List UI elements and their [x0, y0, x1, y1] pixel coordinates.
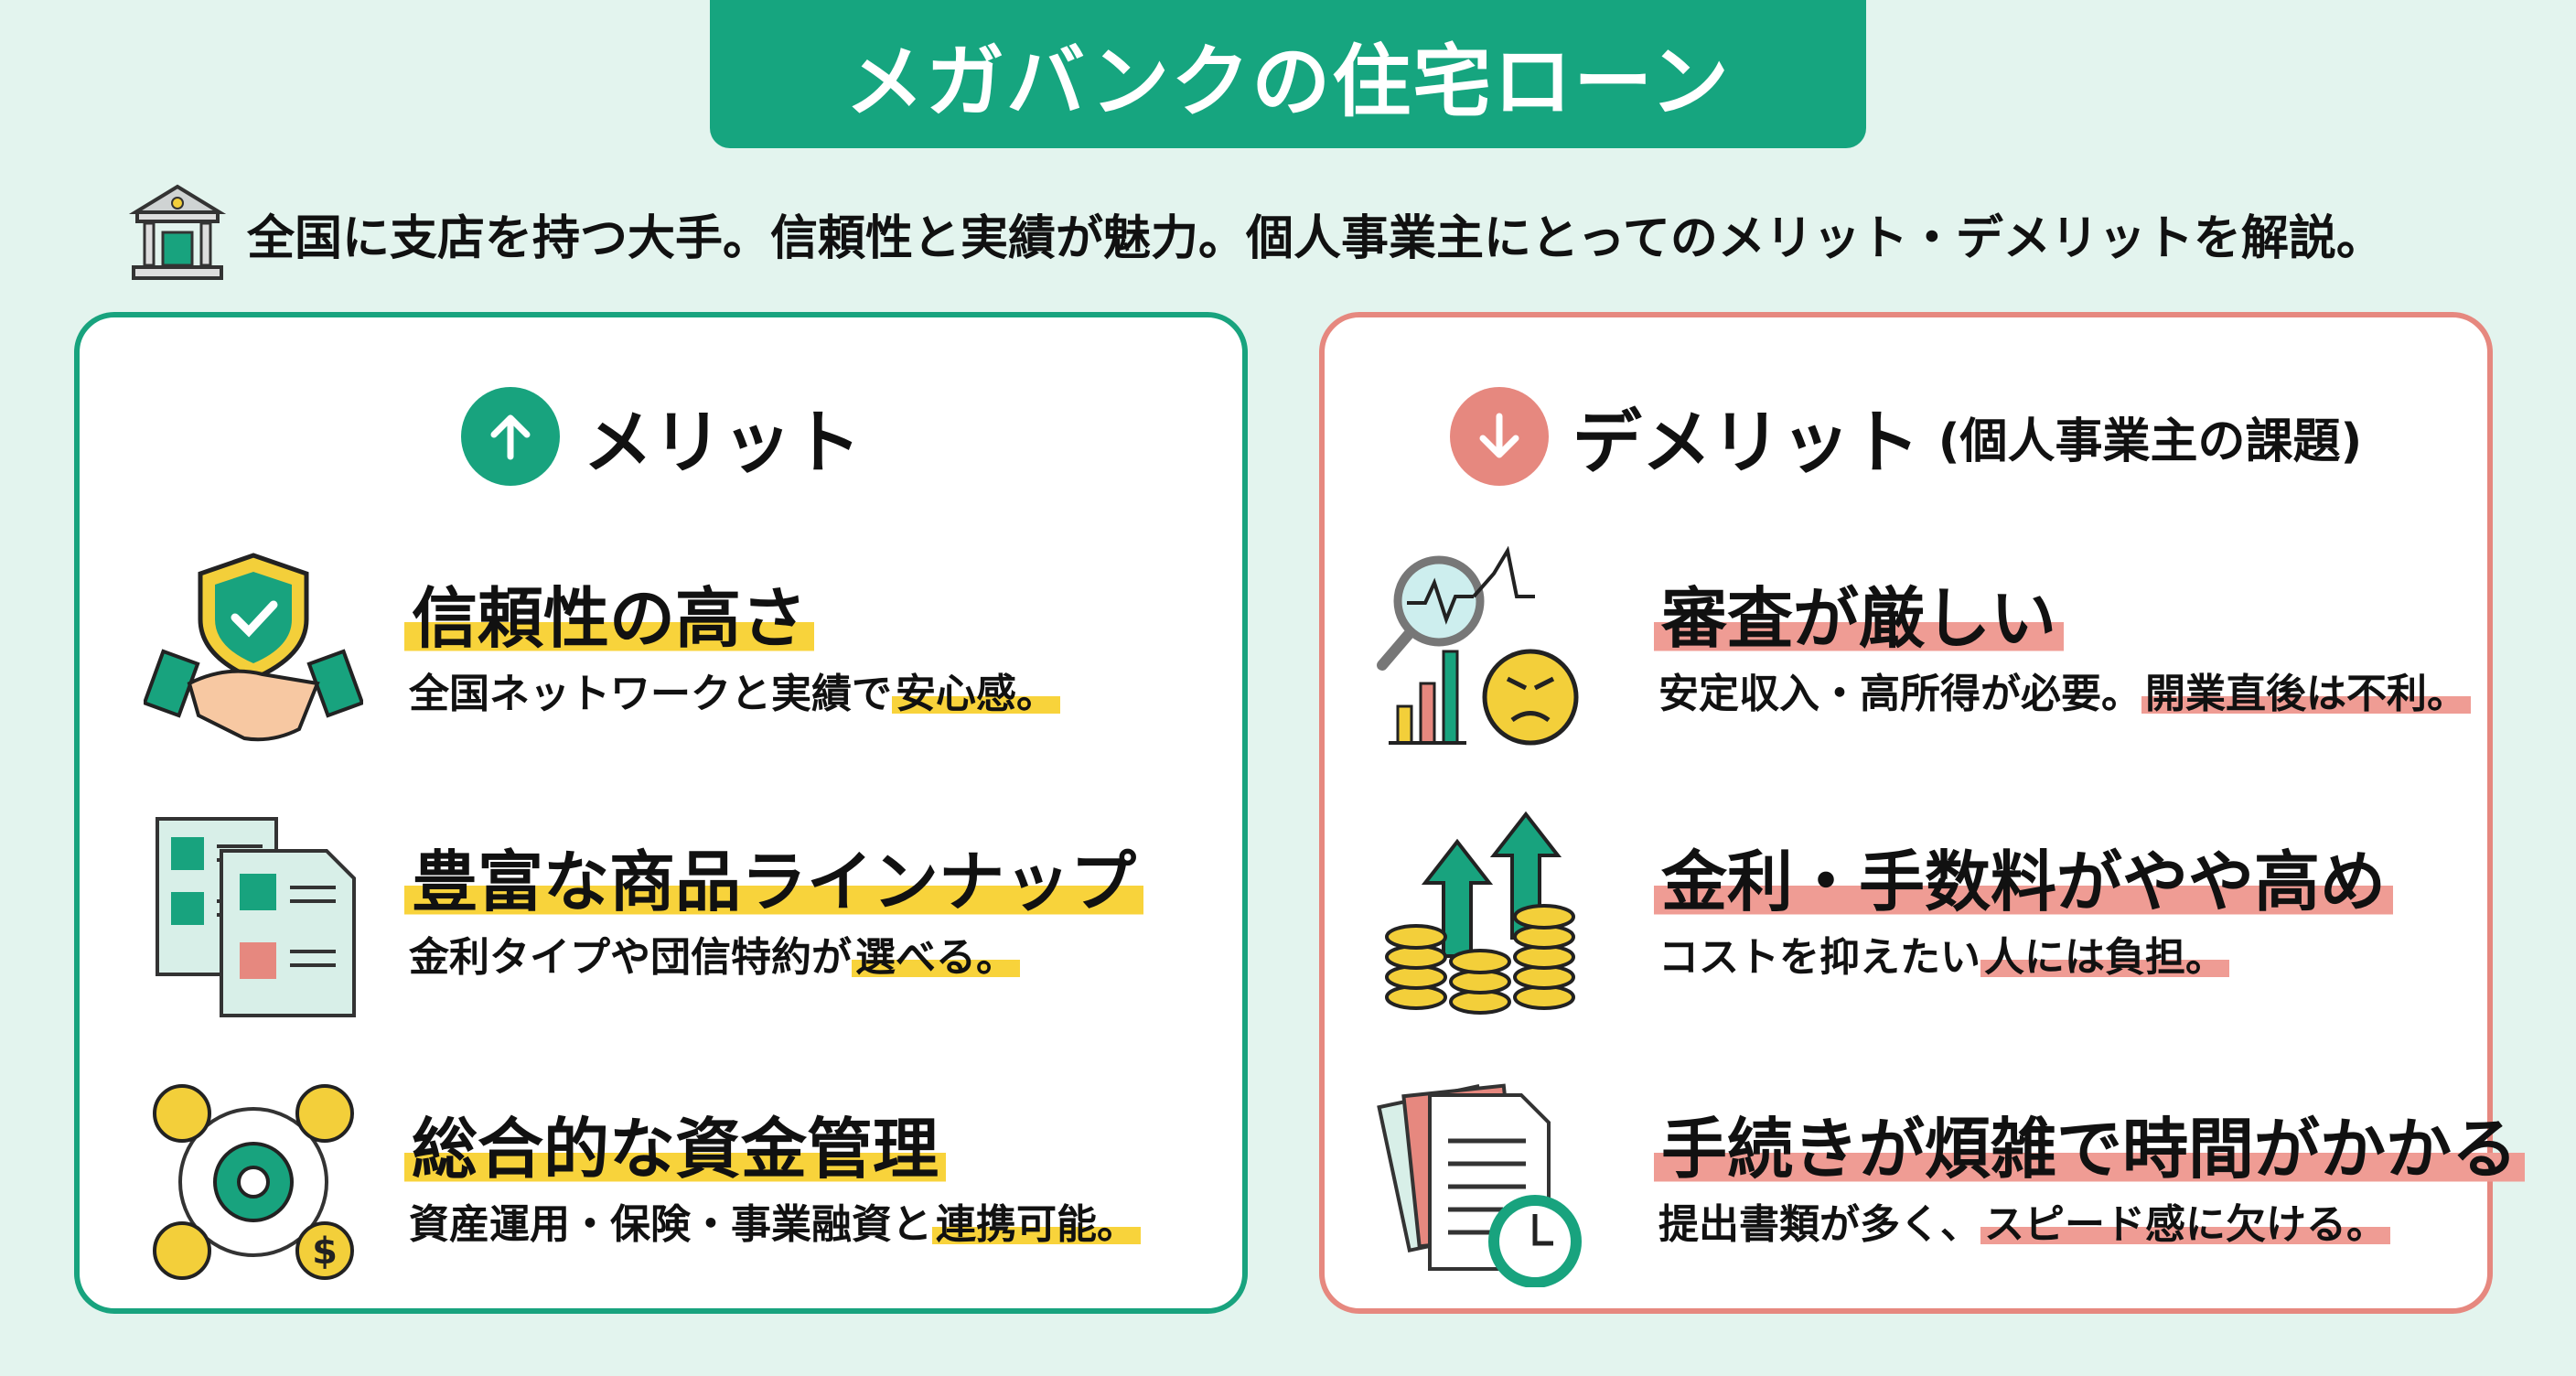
demerits-subheading: (個人事業主の課題) [1937, 414, 2363, 469]
svg-text:$: $ [312, 1231, 338, 1273]
merits-header: メリット [80, 386, 1242, 487]
subtitle: 全国に支店を持つ大手。信頼性と実績が魅力。個人事業主にとってのメリット・デメリッ… [128, 183, 2384, 284]
merit-item: $ 総合的な資金管理 資産運用・保険・事業融資と連携可能。 [80, 1077, 1242, 1306]
documents-clock-icon [1377, 1083, 1582, 1287]
coins-arrows-up-icon [1385, 811, 1575, 1015]
merit-desc: 金利タイプや団信特約が選べる。 [409, 924, 1020, 983]
merit-title: 総合的な資金管理 [404, 1095, 947, 1191]
merits-card: メリット 信頼性の高さ 全国ネットワークと実績で安心感。 豊富な商品ラインナップ… [74, 312, 1248, 1314]
demerit-desc: コストを抑えたい人には負担。 [1658, 924, 2229, 983]
bank-icon [128, 184, 227, 280]
demerit-item: 審査が厳しい 安定収入・高所得が必要。開業直後は不利。 [1325, 546, 2487, 775]
demerit-title: 手続きが煩雑で時間がかかる [1654, 1095, 2526, 1191]
demerit-title: 審査が厳しい [1654, 564, 2065, 661]
demerit-desc: 安定収入・高所得が必要。開業直後は不利。 [1658, 661, 2471, 719]
merit-title: 豊富な商品ラインナップ [404, 828, 1144, 924]
merit-item: 信頼性の高さ 全国ネットワークと実績で安心感。 [80, 546, 1242, 775]
demerits-header: デメリット (個人事業主の課題) [1325, 386, 2487, 487]
arrow-down-icon [1449, 387, 1549, 486]
merit-item: 豊富な商品ラインナップ 金利タイプや団信特約が選べる。 [80, 810, 1242, 1038]
shield-handshake-icon [144, 553, 363, 742]
merit-desc: 資産運用・保険・事業融資と連携可能。 [409, 1191, 1141, 1250]
title-banner: メガバンクの住宅ローン [710, 0, 1866, 148]
demerit-desc: 提出書類が多く、スピード感に欠ける。 [1658, 1191, 2390, 1250]
demerit-item: 手続きが煩雑で時間がかかる 提出書類が多く、スピード感に欠ける。 [1325, 1077, 2526, 1306]
demerits-card: デメリット (個人事業主の課題) 審査が厳しい 安定収入・高所得が必要。開業直後… [1319, 312, 2526, 1314]
subtitle-text: 全国に支店を持つ大手。信頼性と実績が魅力。個人事業主にとってのメリット・デメリッ… [247, 210, 2384, 266]
demerits-heading: デメリット [1572, 402, 1920, 483]
merit-desc: 全国ネットワークと実績で安心感。 [409, 661, 1060, 719]
demerit-title: 金利・手数料がやや高め [1654, 828, 2394, 924]
merit-title: 信頼性の高さ [404, 564, 815, 661]
demerit-item: 金利・手数料がやや高め コストを抑えたい人には負担。 [1325, 810, 2487, 1038]
merits-heading: メリット [583, 402, 862, 483]
page-title: メガバンクの住宅ローン [845, 36, 1731, 128]
arrow-up-icon [460, 387, 560, 486]
magnifier-angry-face-icon [1377, 546, 1579, 746]
documents-icon [156, 817, 356, 1017]
gear-network-icon: $ [153, 1084, 354, 1280]
